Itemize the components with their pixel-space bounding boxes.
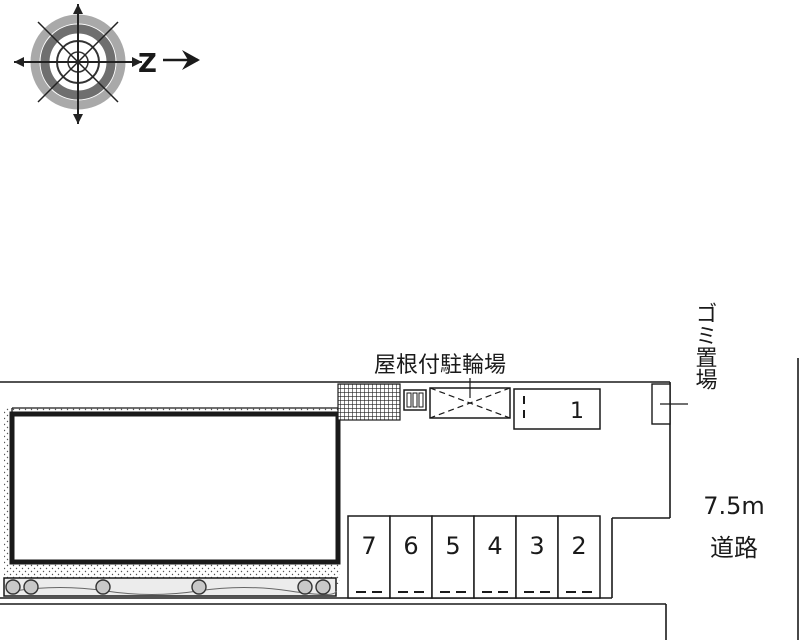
parking-space-6: 6 bbox=[389, 515, 433, 599]
parking-space-7: 7 bbox=[347, 515, 391, 599]
parking-space-number: 1 bbox=[570, 399, 584, 424]
hedge-row bbox=[3, 577, 337, 597]
garbage-area-label: ゴミ置場 bbox=[692, 302, 718, 390]
equipment-grid-area bbox=[337, 383, 401, 421]
parking-space-number: 2 bbox=[571, 532, 586, 560]
parking-space-number: 5 bbox=[445, 532, 460, 560]
compass-rose-icon bbox=[14, 4, 142, 124]
north-label: Z bbox=[138, 49, 157, 79]
parking-space-4: 4 bbox=[473, 515, 517, 599]
apartment-building bbox=[9, 411, 341, 565]
parking-space-number: 7 bbox=[361, 532, 376, 560]
road-width-label: 7.5m bbox=[703, 492, 765, 520]
parking-space-number: 3 bbox=[529, 532, 544, 560]
road-name-label: 道路 bbox=[710, 534, 758, 562]
parking-space-number: 6 bbox=[403, 532, 418, 560]
parking-space-3: 3 bbox=[515, 515, 559, 599]
parking-space-number: 4 bbox=[487, 532, 502, 560]
site-boundary bbox=[0, 358, 799, 640]
parking-space-2: 2 bbox=[557, 515, 601, 599]
parking-row: 7 6 5 4 3 2 bbox=[347, 515, 601, 599]
north-arrow-icon bbox=[163, 50, 200, 70]
parking-space-5: 5 bbox=[431, 515, 475, 599]
bicycle-parking-label: 屋根付駐輪場 bbox=[374, 353, 506, 378]
parking-space-1: 1 bbox=[513, 388, 601, 430]
meter-box-icon bbox=[403, 389, 427, 411]
